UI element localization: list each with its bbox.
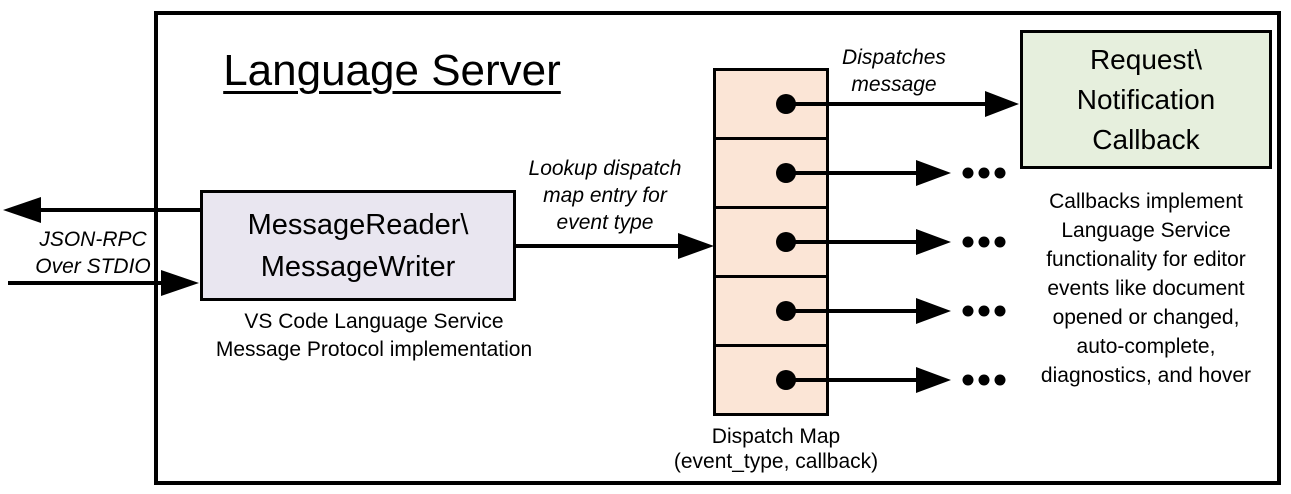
dispatch-map-cell (716, 71, 826, 140)
message-reader-writer-box: MessageReader\ MessageWriter (200, 190, 516, 301)
stdio-out-arrowhead (3, 197, 41, 223)
lookup-dispatch-label: Lookup dispatch map entry for event type (528, 157, 682, 234)
callbacks-note: Callbacks implement Language Service fun… (1040, 190, 1252, 387)
dispatch-map-cell (716, 278, 826, 347)
dispatch-map-caption: Dispatch Map (event_type, callback) (673, 425, 879, 473)
dispatch-map-cell (716, 209, 826, 278)
dispatch-map (713, 68, 829, 416)
dispatch-map-cell (716, 347, 826, 413)
request-notification-callback-box: Request\ Notification Callback (1020, 30, 1272, 169)
diagram-title: Language Server (223, 46, 561, 95)
request-notification-callback-label: Request\ Notification Callback (1076, 43, 1216, 155)
language-server-boundary (154, 11, 1281, 485)
message-reader-writer-label: MessageReader\ MessageWriter (247, 208, 469, 283)
message-reader-caption: VS Code Language Service Message Protoco… (215, 310, 533, 361)
dispatches-message-label: Dispatches message (842, 46, 946, 96)
dispatch-map-cell (716, 140, 826, 209)
stdio-label: JSON-RPC Over STDIO (35, 228, 151, 278)
